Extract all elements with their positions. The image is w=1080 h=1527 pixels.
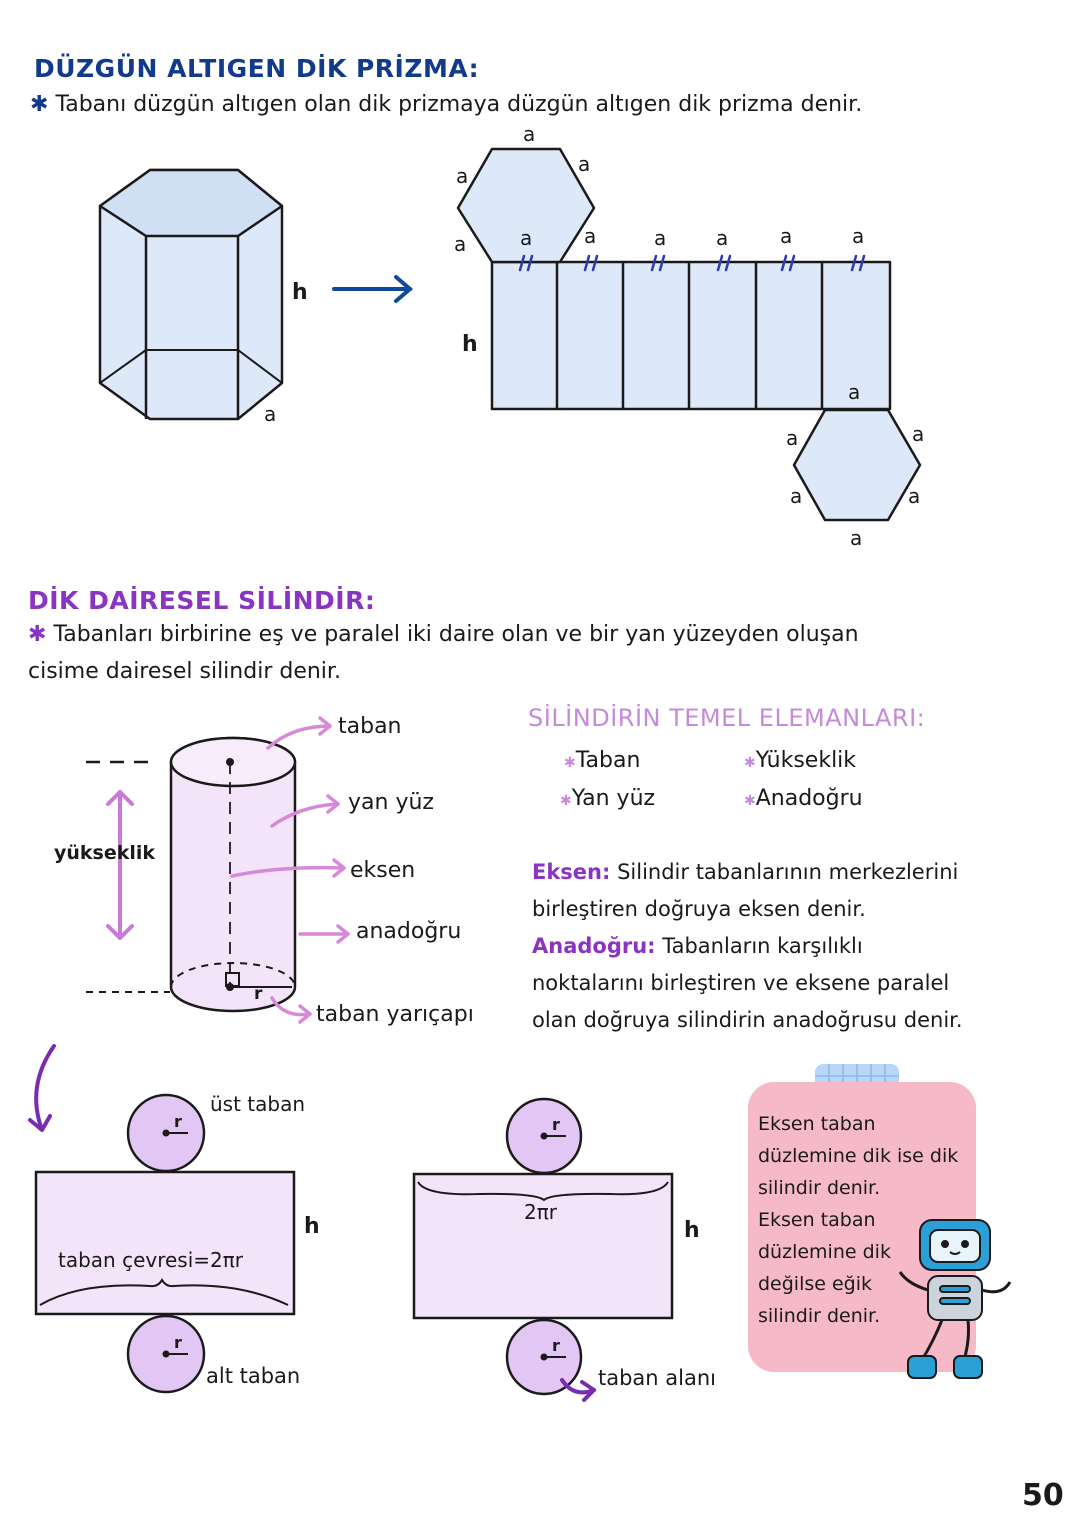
circle-radius-label: r: [552, 1336, 560, 1355]
prism-title: DÜZGÜN ALTIGEN DİK PRİZMA:: [34, 54, 480, 83]
bullet-icon: ✱: [30, 92, 49, 117]
element-item: ✱Anadoğru: [744, 786, 863, 811]
cylinder-description: ✱ Tabanları birbirine eş ve paralel iki …: [28, 622, 859, 684]
arrow-right-icon: [332, 275, 414, 303]
net-height-label: h: [462, 332, 478, 357]
bottom-center-dot: [226, 983, 234, 991]
circle-center-dot: [162, 1129, 170, 1137]
label-yukseklik: yükseklik: [54, 842, 156, 864]
circle-center-dot: [540, 1353, 548, 1361]
hex-bottom-label: a: [790, 484, 803, 508]
element-item: ✱Taban: [564, 748, 641, 773]
circle-center-dot: [540, 1132, 548, 1140]
face-label: a: [654, 226, 667, 250]
face-label: a: [584, 224, 597, 248]
label-yan-yuz: yan yüz: [348, 790, 434, 815]
page-number: 50: [1022, 1478, 1064, 1513]
note-text: Eksen taban düzlemine dik ise dik silind…: [758, 1113, 959, 1327]
circle-radius-label: r: [552, 1115, 560, 1134]
hex-bottom-label: a: [850, 526, 863, 550]
label-anadogru: anadoğru: [356, 919, 462, 944]
hex-bottom-label: a: [786, 426, 799, 450]
hex-bottom-label: a: [848, 380, 861, 404]
circle-center-dot: [162, 1350, 170, 1358]
bullet-icon: ✱: [28, 622, 47, 647]
hex-bottom-label: a: [908, 484, 921, 508]
label-radius: r: [254, 984, 263, 1004]
hex-top-label: a: [454, 232, 467, 256]
face-label: a: [852, 224, 865, 248]
top-center-dot: [226, 758, 234, 766]
equal-length-ticks: [518, 254, 866, 272]
circle-radius-label: r: [174, 1333, 182, 1352]
cylinder-net-left: [34, 1093, 296, 1394]
label-arrows: [230, 716, 350, 1024]
label-taban-yaricapi: taban yarıçapı: [316, 1002, 474, 1027]
element-item: ✱Yükseklik: [744, 748, 857, 773]
circle-radius-label: r: [174, 1112, 182, 1131]
eksen-term: Eksen:: [532, 860, 611, 884]
hex-top-label: a: [523, 122, 536, 146]
label-alt-taban: alt taban: [206, 1364, 301, 1388]
cylinder-net-right: [412, 1097, 674, 1396]
elements-title: SİLİNDİRİN TEMEL ELEMANLARI:: [528, 704, 926, 732]
hex-top-label: a: [456, 164, 469, 188]
prism-height-label: h: [292, 280, 308, 305]
taban-alani-arrow-icon: [560, 1378, 596, 1402]
hex-top-label: a: [578, 152, 591, 176]
label-taban: taban: [338, 714, 402, 739]
height-guides: [86, 760, 170, 993]
definitions: Eksen: Silindir tabanlarının merkezlerin…: [532, 860, 963, 1032]
label-eksen: eksen: [350, 858, 416, 883]
net-left-height-label: h: [304, 1214, 320, 1239]
label-taban-cevresi: taban çevresi=2πr: [58, 1248, 244, 1272]
label-two-pi-r: 2πr: [524, 1200, 557, 1224]
hex-bottom-label: a: [912, 422, 925, 446]
label-ust-taban: üst taban: [210, 1092, 306, 1116]
prism-net: [456, 147, 922, 522]
net-right-height-label: h: [684, 1218, 700, 1243]
label-taban-alani: taban alanı: [598, 1366, 717, 1390]
prism-edge-label: a: [264, 402, 277, 426]
hexagonal-prism-3d: [98, 168, 284, 421]
cylinder-title: DİK DAİRESEL SİLİNDİR:: [28, 586, 376, 615]
face-label: a: [780, 224, 793, 248]
height-arrow-icon: [106, 790, 134, 940]
face-label: a: [520, 226, 533, 250]
prism-description: ✱ Tabanı düzgün altıgen olan dik prizmay…: [30, 92, 863, 117]
curved-arrow-down-icon: [28, 1044, 56, 1132]
element-item: ✱Yan yüz: [560, 786, 656, 811]
anadogru-term: Anadoğru:: [532, 934, 656, 958]
face-label: a: [716, 226, 729, 250]
